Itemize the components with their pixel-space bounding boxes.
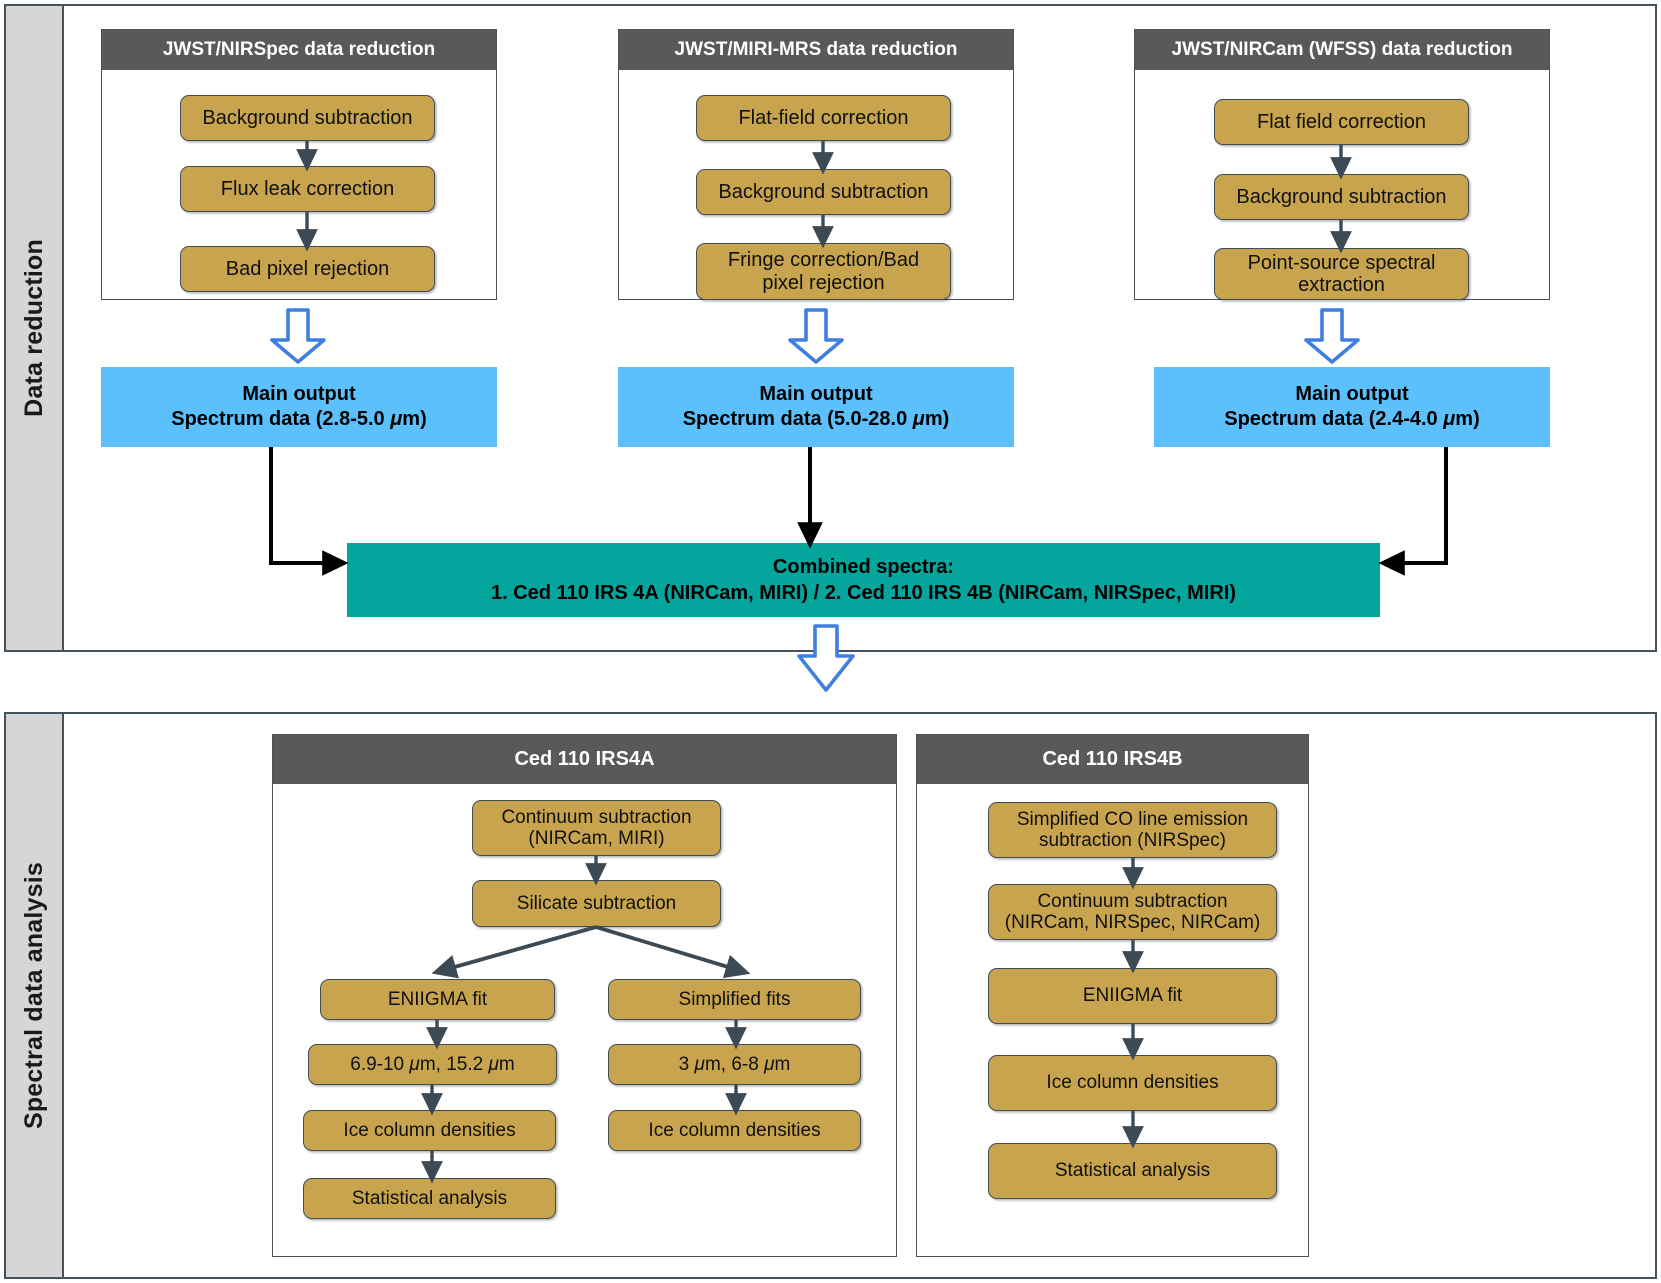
step-label: Flux leak correction [220, 177, 395, 200]
section-label-text: Spectral data analysis [19, 861, 48, 1130]
main-output-title: Main output [242, 383, 356, 405]
section-label-spectral-analysis: Spectral data analysis [6, 714, 64, 1277]
irs4a-continuum-subtraction: Continuum subtraction (NIRCam, MIRI) [472, 800, 721, 856]
section-label-text: Data reduction [19, 239, 48, 417]
step-miri-2: Background subtraction [696, 169, 951, 215]
main-output-nirspec: Main output Spectrum data (2.8-5.0 μm) [101, 367, 497, 447]
step-label: ENIIGMA fit [387, 988, 488, 1010]
step-label: Background subtraction [202, 106, 413, 129]
step-label: Bad pixel rejection [225, 257, 390, 280]
irs4b-continuum-subtraction: Continuum subtraction (NIRCam, NIRSpec, … [988, 884, 1277, 940]
panel-irs4a-title-text: Ced 110 IRS4A [514, 748, 655, 770]
step-label: Statistical analysis [351, 1187, 508, 1209]
step-label: Ice column densities [1046, 1072, 1219, 1094]
panel-nirspec: JWST/NIRSpec data reduction [101, 29, 497, 300]
step-label: ENIIGMA fit [1082, 985, 1183, 1007]
step-nircam-3: Point-source spectral extraction [1214, 248, 1469, 300]
panel-nircam-wfss-title: JWST/NIRCam (WFSS) data reduction [1135, 30, 1549, 70]
irs4a-simplified-range: 3 μm, 6-8 μm [608, 1044, 861, 1085]
step-miri-1: Flat-field correction [696, 95, 951, 141]
panel-irs4b-title-text: Ced 110 IRS4B [1042, 748, 1183, 770]
irs4b-eniigma-fit: ENIIGMA fit [988, 968, 1277, 1024]
panel-nirspec-title-text: JWST/NIRSpec data reduction [162, 39, 436, 60]
irs4b-densities: Ice column densities [988, 1055, 1277, 1111]
irs4a-simplified-densities: Ice column densities [608, 1110, 861, 1151]
step-label: Statistical analysis [1054, 1160, 1211, 1182]
irs4a-eniigma-stats: Statistical analysis [303, 1178, 556, 1219]
main-output-range: Spectrum data (2.8-5.0 μm) [171, 408, 427, 430]
panel-irs4b-title: Ced 110 IRS4B [917, 735, 1308, 784]
irs4a-eniigma-fit: ENIIGMA fit [320, 979, 555, 1020]
step-nircam-1: Flat field correction [1214, 99, 1469, 145]
panel-miri-mrs-title: JWST/MIRI-MRS data reduction [619, 30, 1013, 70]
main-output-nircam: Main output Spectrum data (2.4-4.0 μm) [1154, 367, 1550, 447]
step-nircam-2: Background subtraction [1214, 174, 1469, 220]
combined-detail: 1. Ced 110 IRS 4A (NIRCam, MIRI) / 2. Ce… [490, 582, 1236, 604]
irs4a-eniigma-range: 6.9-10 μm, 15.2 μm [308, 1044, 557, 1085]
step-miri-3: Fringe correction/Bad pixel rejection [696, 243, 951, 300]
step-label: Simplified fits [678, 988, 791, 1010]
step-nirspec-3: Bad pixel rejection [180, 246, 435, 292]
panel-miri-mrs-title-text: JWST/MIRI-MRS data reduction [674, 39, 958, 60]
irs4b-stats: Statistical analysis [988, 1143, 1277, 1199]
step-label: Fringe correction/Bad pixel rejection [727, 249, 920, 294]
irs4a-simplified-fits: Simplified fits [608, 979, 861, 1020]
step-label: 6.9-10 μm, 15.2 μm [350, 1053, 515, 1075]
irs4b-co-line-subtraction: Simplified CO line emission subtraction … [988, 802, 1277, 858]
panel-irs4a-title: Ced 110 IRS4A [273, 735, 896, 784]
irs4a-silicate-subtraction: Silicate subtraction [472, 880, 721, 927]
step-nirspec-2: Flux leak correction [180, 166, 435, 212]
step-label: Ice column densities [648, 1119, 821, 1141]
combined-spectra-bar: Combined spectra: 1. Ced 110 IRS 4A (NIR… [347, 543, 1380, 617]
step-label: Continuum subtraction (NIRCam, NIRSpec, … [1004, 890, 1261, 933]
combined-title: Combined spectra: [772, 556, 955, 578]
step-label: Ice column densities [343, 1119, 516, 1141]
step-label: Silicate subtraction [516, 892, 677, 914]
main-output-range: Spectrum data (2.4-4.0 μm) [1224, 408, 1480, 430]
step-label: Flat-field correction [738, 106, 909, 129]
step-label: Flat field correction [1257, 110, 1426, 133]
irs4a-eniigma-densities: Ice column densities [303, 1110, 556, 1151]
main-output-miri: Main output Spectrum data (5.0-28.0 μm) [618, 367, 1014, 447]
step-label: Background subtraction [718, 180, 929, 203]
section-label-data-reduction: Data reduction [6, 6, 64, 650]
main-output-title: Main output [1295, 383, 1409, 405]
main-output-range: Spectrum data (5.0-28.0 μm) [682, 408, 950, 430]
step-label: Continuum subtraction (NIRCam, MIRI) [501, 806, 692, 849]
main-output-title: Main output [759, 383, 873, 405]
step-label: 3 μm, 6-8 μm [678, 1053, 791, 1075]
step-label: Simplified CO line emission subtraction … [1016, 808, 1249, 851]
panel-nirspec-title: JWST/NIRSpec data reduction [102, 30, 496, 70]
panel-nircam-wfss-title-text: JWST/NIRCam (WFSS) data reduction [1171, 39, 1513, 60]
step-label: Point-source spectral extraction [1247, 251, 1436, 296]
step-nirspec-1: Background subtraction [180, 95, 435, 141]
step-label: Background subtraction [1236, 185, 1447, 208]
